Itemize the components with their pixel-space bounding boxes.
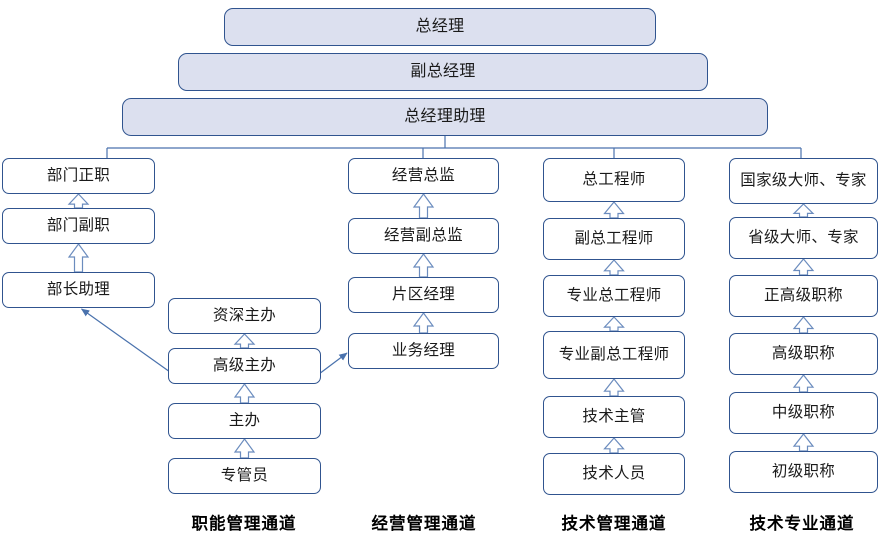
node-label: 省级大师、专家	[748, 228, 859, 246]
node-label: 国家级大师、专家	[740, 171, 867, 189]
tier-node-1[interactable]: 总经理	[224, 8, 656, 46]
node-0-1-0[interactable]: 资深主办	[168, 298, 321, 334]
node-label: 部长助理	[46, 280, 111, 298]
node-3-0-5[interactable]: 初级职称	[729, 451, 878, 493]
node-label: 主办	[228, 411, 261, 429]
node-label: 高级职称	[771, 344, 836, 362]
node-label: 技术主管	[582, 407, 646, 425]
node-3-0-2[interactable]: 正高级职称	[729, 275, 878, 317]
node-0-1-1[interactable]: 高级主办	[168, 348, 321, 384]
node-label: 总工程师	[582, 170, 646, 188]
node-2-0-1[interactable]: 副总工程师	[543, 218, 685, 260]
node-label: 专业副总工程师	[558, 345, 670, 363]
node-label: 业务经理	[391, 341, 456, 359]
node-label: 部门正职	[46, 166, 111, 184]
node-label: 专管员	[220, 466, 269, 484]
node-label: 部门副职	[46, 216, 111, 234]
node-1-0-3[interactable]: 业务经理	[348, 333, 499, 369]
node-0-0-1[interactable]: 部门副职	[2, 208, 155, 244]
tier-node-3[interactable]: 总经理助理	[122, 98, 768, 136]
node-2-0-3[interactable]: 专业副总工程师	[543, 331, 685, 379]
node-label: 总经理助理	[404, 107, 486, 125]
node-label: 资深主办	[212, 306, 277, 324]
node-2-0-5[interactable]: 技术人员	[543, 453, 685, 495]
node-2-0-0[interactable]: 总工程师	[543, 158, 685, 202]
node-label: 片区经理	[391, 285, 456, 303]
node-label: 经营总监	[391, 166, 456, 184]
node-label: 中级职称	[771, 403, 836, 421]
node-label: 正高级职称	[763, 286, 843, 304]
channel-label-4: 技术专业通道	[749, 514, 855, 533]
node-label: 总经理	[415, 17, 465, 35]
node-2-0-4[interactable]: 技术主管	[543, 396, 685, 438]
node-0-1-3[interactable]: 专管员	[168, 458, 321, 494]
node-label: 初级职称	[771, 462, 836, 480]
node-1-0-1[interactable]: 经营副总监	[348, 218, 499, 254]
node-0-1-2[interactable]: 主办	[168, 403, 321, 439]
tier-node-2[interactable]: 副总经理	[178, 53, 708, 91]
channel-label-2: 经营管理通道	[371, 514, 477, 533]
node-3-0-0[interactable]: 国家级大师、专家	[729, 158, 878, 204]
node-label: 副总工程师	[574, 229, 654, 247]
node-3-0-4[interactable]: 中级职称	[729, 392, 878, 434]
node-3-0-1[interactable]: 省级大师、专家	[729, 217, 878, 259]
node-label: 副总经理	[410, 62, 476, 80]
node-1-0-0[interactable]: 经营总监	[348, 158, 499, 194]
node-1-0-2[interactable]: 片区经理	[348, 277, 499, 313]
node-label: 技术人员	[582, 464, 646, 482]
node-0-0-2[interactable]: 部长助理	[2, 272, 155, 308]
node-label: 专业总工程师	[566, 286, 662, 304]
node-3-0-3[interactable]: 高级职称	[729, 333, 878, 375]
node-2-0-2[interactable]: 专业总工程师	[543, 275, 685, 317]
node-0-0-0[interactable]: 部门正职	[2, 158, 155, 194]
channel-label-1: 职能管理通道	[191, 514, 297, 533]
node-label: 经营副总监	[383, 226, 463, 244]
node-label: 高级主办	[212, 356, 277, 374]
channel-label-3: 技术管理通道	[561, 514, 667, 533]
